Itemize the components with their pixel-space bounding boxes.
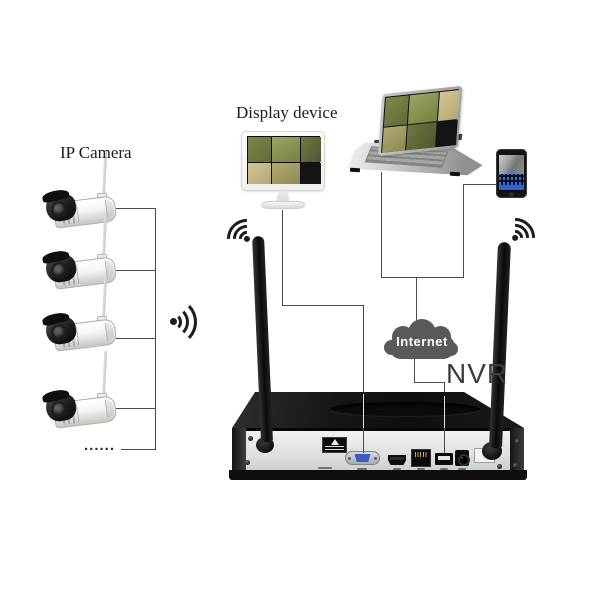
connection-line-laptop-vertical bbox=[381, 172, 382, 278]
nvr-top-recess bbox=[330, 402, 480, 416]
ip-camera-3 bbox=[43, 272, 130, 352]
camera-feed-grid bbox=[247, 136, 321, 184]
camera-feed-cell bbox=[271, 162, 301, 184]
port-label-mark bbox=[318, 467, 332, 469]
camera-feed-grid bbox=[381, 89, 460, 153]
more-cameras-ellipsis: ...... bbox=[84, 437, 116, 454]
camera-feed-cell-empty bbox=[301, 162, 321, 184]
connection-line-internet-to-usb bbox=[444, 428, 445, 453]
ethernet-port bbox=[411, 449, 431, 467]
hdmi-port bbox=[388, 455, 406, 465]
ip-camera-label: IP Camera bbox=[60, 143, 132, 162]
vga-port bbox=[345, 451, 380, 465]
connection-line-monitor-over-nvr bbox=[363, 394, 364, 428]
monitor-bezel bbox=[241, 131, 325, 191]
connection-line-monitor-to-vga bbox=[363, 428, 364, 453]
monitor-stand-neck bbox=[276, 191, 290, 202]
connection-line-monitor-to-nvr bbox=[363, 305, 364, 394]
camera-tailcap bbox=[104, 398, 115, 419]
camera-antenna bbox=[101, 350, 108, 399]
camera-tailcap bbox=[104, 321, 115, 342]
camera-2-branch-line bbox=[116, 270, 156, 271]
laptop-foot bbox=[449, 171, 461, 177]
camera-lens bbox=[50, 400, 69, 419]
connection-line-cloud-horizontal bbox=[414, 382, 445, 383]
nvr-bottom-edge bbox=[229, 470, 527, 480]
smartphone-camera-view bbox=[499, 155, 524, 175]
camera-antenna bbox=[101, 273, 108, 322]
camera-antenna bbox=[101, 211, 108, 260]
port-label-mark bbox=[393, 468, 401, 470]
connection-line-middle-horizontal bbox=[381, 277, 464, 278]
camera-4-branch-line bbox=[116, 408, 156, 409]
camera-feed-cell bbox=[437, 90, 460, 122]
smartphone-app-icons bbox=[499, 174, 524, 186]
screw bbox=[515, 439, 520, 444]
display-device-monitor bbox=[241, 131, 325, 211]
port-label-mark bbox=[417, 468, 425, 470]
camera-feed-cell bbox=[301, 137, 321, 162]
smartphone-dock-bar bbox=[499, 185, 524, 190]
more-cameras-branch-line bbox=[121, 449, 156, 450]
connection-line-from-cloud bbox=[414, 356, 415, 382]
connection-line-monitor-vertical bbox=[282, 210, 283, 305]
camera-feed-cell bbox=[383, 95, 409, 127]
camera-lens bbox=[50, 323, 69, 342]
ip-camera-4 bbox=[43, 349, 130, 429]
ip-camera-2 bbox=[43, 210, 130, 290]
cloud-puff bbox=[430, 326, 451, 347]
camera-3-branch-line bbox=[116, 338, 156, 339]
nvr-right-endcap bbox=[510, 428, 524, 470]
internet-label: Internet bbox=[396, 334, 448, 349]
screw bbox=[513, 463, 518, 468]
camera-feed-cell bbox=[406, 122, 437, 151]
dc-power-jack bbox=[455, 450, 470, 466]
display-device-label: Display device bbox=[236, 103, 338, 122]
screw bbox=[245, 460, 250, 465]
wifi-signal-icon-cameras bbox=[149, 296, 215, 348]
camera-feed-cell bbox=[271, 137, 301, 162]
smartphone bbox=[496, 149, 527, 198]
cloud-puff bbox=[444, 342, 458, 356]
camera-feed-cell bbox=[407, 92, 439, 125]
usb-port bbox=[435, 453, 453, 465]
camera-feed-cell bbox=[382, 125, 407, 153]
nvr-left-endcap bbox=[232, 428, 246, 470]
connection-line-phone-vertical bbox=[463, 184, 464, 278]
connection-line-phone-horizontal bbox=[463, 184, 497, 185]
port-label-mark bbox=[440, 468, 448, 470]
connection-line-internet-over-nvr bbox=[444, 396, 445, 428]
laptop bbox=[346, 85, 502, 184]
screw bbox=[497, 464, 502, 469]
laptop-foot bbox=[349, 167, 361, 173]
screw bbox=[248, 436, 253, 441]
nvr-label: NVR bbox=[446, 358, 509, 389]
nvr-device bbox=[229, 386, 530, 484]
vga-connector bbox=[354, 454, 371, 462]
nvr-top-surface bbox=[232, 392, 524, 428]
monitor-stand-base bbox=[261, 201, 305, 209]
ip-camera-1 bbox=[43, 149, 130, 229]
camera-bus-line bbox=[155, 208, 156, 450]
connection-line-cloud-to-nvr bbox=[444, 382, 445, 396]
camera-feed-cell-empty bbox=[435, 120, 458, 148]
port-label-mark bbox=[357, 468, 367, 470]
internet-cloud: Internet bbox=[384, 318, 460, 366]
laptop-screen bbox=[377, 85, 463, 157]
camera-feed-cell bbox=[248, 162, 271, 184]
wifi-signal-icon-right-antenna bbox=[486, 197, 556, 267]
connection-line-to-cloud bbox=[416, 277, 417, 326]
smartphone-screen bbox=[499, 155, 524, 191]
connection-line-monitor-horizontal bbox=[282, 305, 364, 306]
camera-1-branch-line bbox=[116, 208, 156, 209]
port-label-mark bbox=[458, 468, 466, 470]
cloud-puff bbox=[384, 340, 399, 355]
caution-label bbox=[322, 437, 347, 453]
camera-feed-cell bbox=[248, 137, 271, 162]
monitor-screen bbox=[247, 136, 321, 184]
